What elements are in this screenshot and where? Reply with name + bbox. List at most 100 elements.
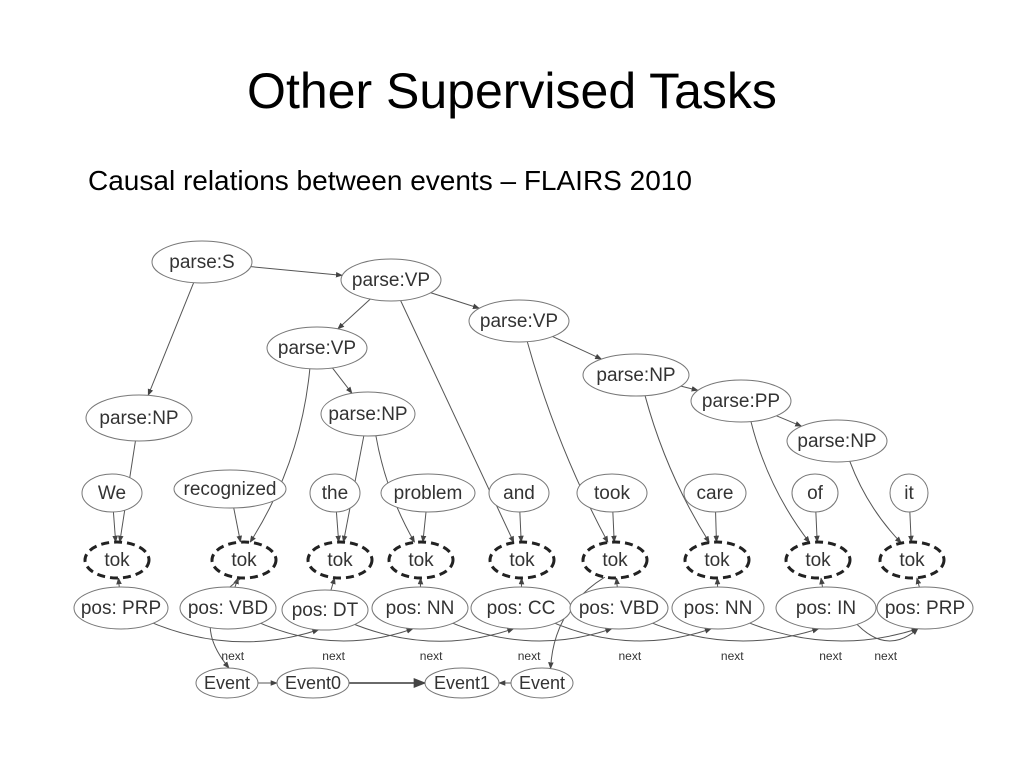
node-w-the: the [309,473,361,513]
node-w-care: care [683,473,747,513]
node-label: tok [602,550,628,571]
edge-w_and-to-tok5 [518,511,524,543]
node-shape [683,473,747,513]
node-pos8: pos: IN [775,586,877,630]
node-shape [380,473,476,513]
node-label: it [904,483,914,504]
edge-parse_np4-to-tok9 [849,461,902,544]
node-pos6: pos: VBD [569,586,669,630]
node-shape [340,258,442,302]
node-label: parse:VP [480,311,558,332]
edge-pos1-to-tok1 [116,577,122,588]
node-pos9: pos: PRP [876,586,974,630]
edge-parse_vp3-to-tok6 [526,341,609,544]
node-label: tok [805,550,831,571]
node-shape [569,586,669,630]
node-shape [581,540,649,580]
node-label: Event [519,673,565,693]
node-label: parse:NP [99,408,178,429]
node-ev-1: Event1 [424,667,500,699]
edge-parse_vp2-to-parse_np2 [332,367,353,394]
edge-parse_pp-to-parse_np4 [776,415,803,427]
node-label: Event [204,673,250,693]
node-shape [179,586,277,630]
next-edge-label: next [874,649,897,663]
edge-w_it-to-tok9 [908,511,914,543]
edge-pos8-to-tok8 [819,577,825,588]
node-w-it: it [889,473,929,513]
node-pos4: pos: NN [371,586,469,630]
next-edge-label: next [322,649,345,663]
node-shape [424,667,500,699]
edge-parse_s-to-parse_vp1 [250,266,343,278]
node-ev-b: Event [510,667,574,699]
slide-title: Other Supervised Tasks [247,63,777,119]
node-shape [81,473,143,513]
node-pos1: pos: PRP [73,586,169,630]
node-shape [151,240,253,284]
edge-w_problem-to-tok4 [420,511,427,543]
node-ev-a: Event [195,667,259,699]
node-label: We [98,483,126,504]
node-shape [387,540,455,580]
node-label: tok [231,550,257,571]
node-tok7: tok [683,540,751,580]
node-label: the [322,483,348,504]
node-w-recognized: recognized [173,469,287,509]
edge-w_care-to-tok7 [713,511,720,543]
node-label: parse:S [169,252,234,273]
node-label: pos: VBD [188,598,268,619]
node-label: and [503,483,535,504]
node-shape [775,586,877,630]
node-shape [690,379,792,423]
node-label: recognized [184,479,277,500]
node-shape [173,469,287,509]
edge-parse_vp2-to-tok2 [249,368,311,543]
node-label: parse:PP [702,391,780,412]
edge-pos6-to-tok6 [614,577,620,588]
node-label: pos: PRP [81,598,161,619]
node-pos7: pos: NN [671,586,765,630]
node-tok3: tok [306,540,374,580]
edge-parse_np3-to-parse_pp [680,385,699,392]
node-label: parse:VP [352,270,430,291]
edge-pos7-to-pos9 [743,620,919,642]
edge-pos8-to-pos9 [853,620,919,642]
node-shape [371,586,469,630]
node-parse-vp3: parse:VP [468,299,570,343]
node-label: parse:NP [797,431,876,452]
node-label: pos: NN [386,598,455,619]
node-shape [320,391,416,437]
node-w-we: We [81,473,143,513]
node-shape [791,473,839,513]
next-edge-label: next [420,649,443,663]
node-shape [468,299,570,343]
node-shape [276,667,350,699]
edge-pos9-to-tok9 [915,577,922,588]
next-edge-label: next [618,649,641,663]
edge-parse_vp1-to-parse_vp2 [337,298,371,330]
node-label: tok [327,550,353,571]
edge-parse_vp1-to-parse_vp3 [430,292,480,310]
edge-pos3-to-pos5 [348,621,515,642]
node-label: tok [104,550,130,571]
edge-pos3-to-tok3 [330,577,336,591]
edge-pos4-to-pos6 [446,620,613,642]
node-tok4: tok [387,540,455,580]
node-label: Event1 [434,673,490,693]
node-label: problem [394,483,463,504]
edge-w_took-to-tok6 [611,511,617,543]
node-shape [281,589,369,631]
node-shape [582,353,690,397]
edge-parse_s-to-parse_np1 [147,282,195,396]
node-parse-np4: parse:NP [786,419,888,463]
node-w-of: of [791,473,839,513]
node-label: pos: CC [487,598,556,619]
node-shape [488,473,550,513]
node-label: tok [899,550,925,571]
node-shape [510,667,574,699]
edge-w_the-to-tok3 [335,511,341,543]
node-label: parse:NP [328,404,407,425]
node-label: parse:NP [596,365,675,386]
node-shape [309,473,361,513]
